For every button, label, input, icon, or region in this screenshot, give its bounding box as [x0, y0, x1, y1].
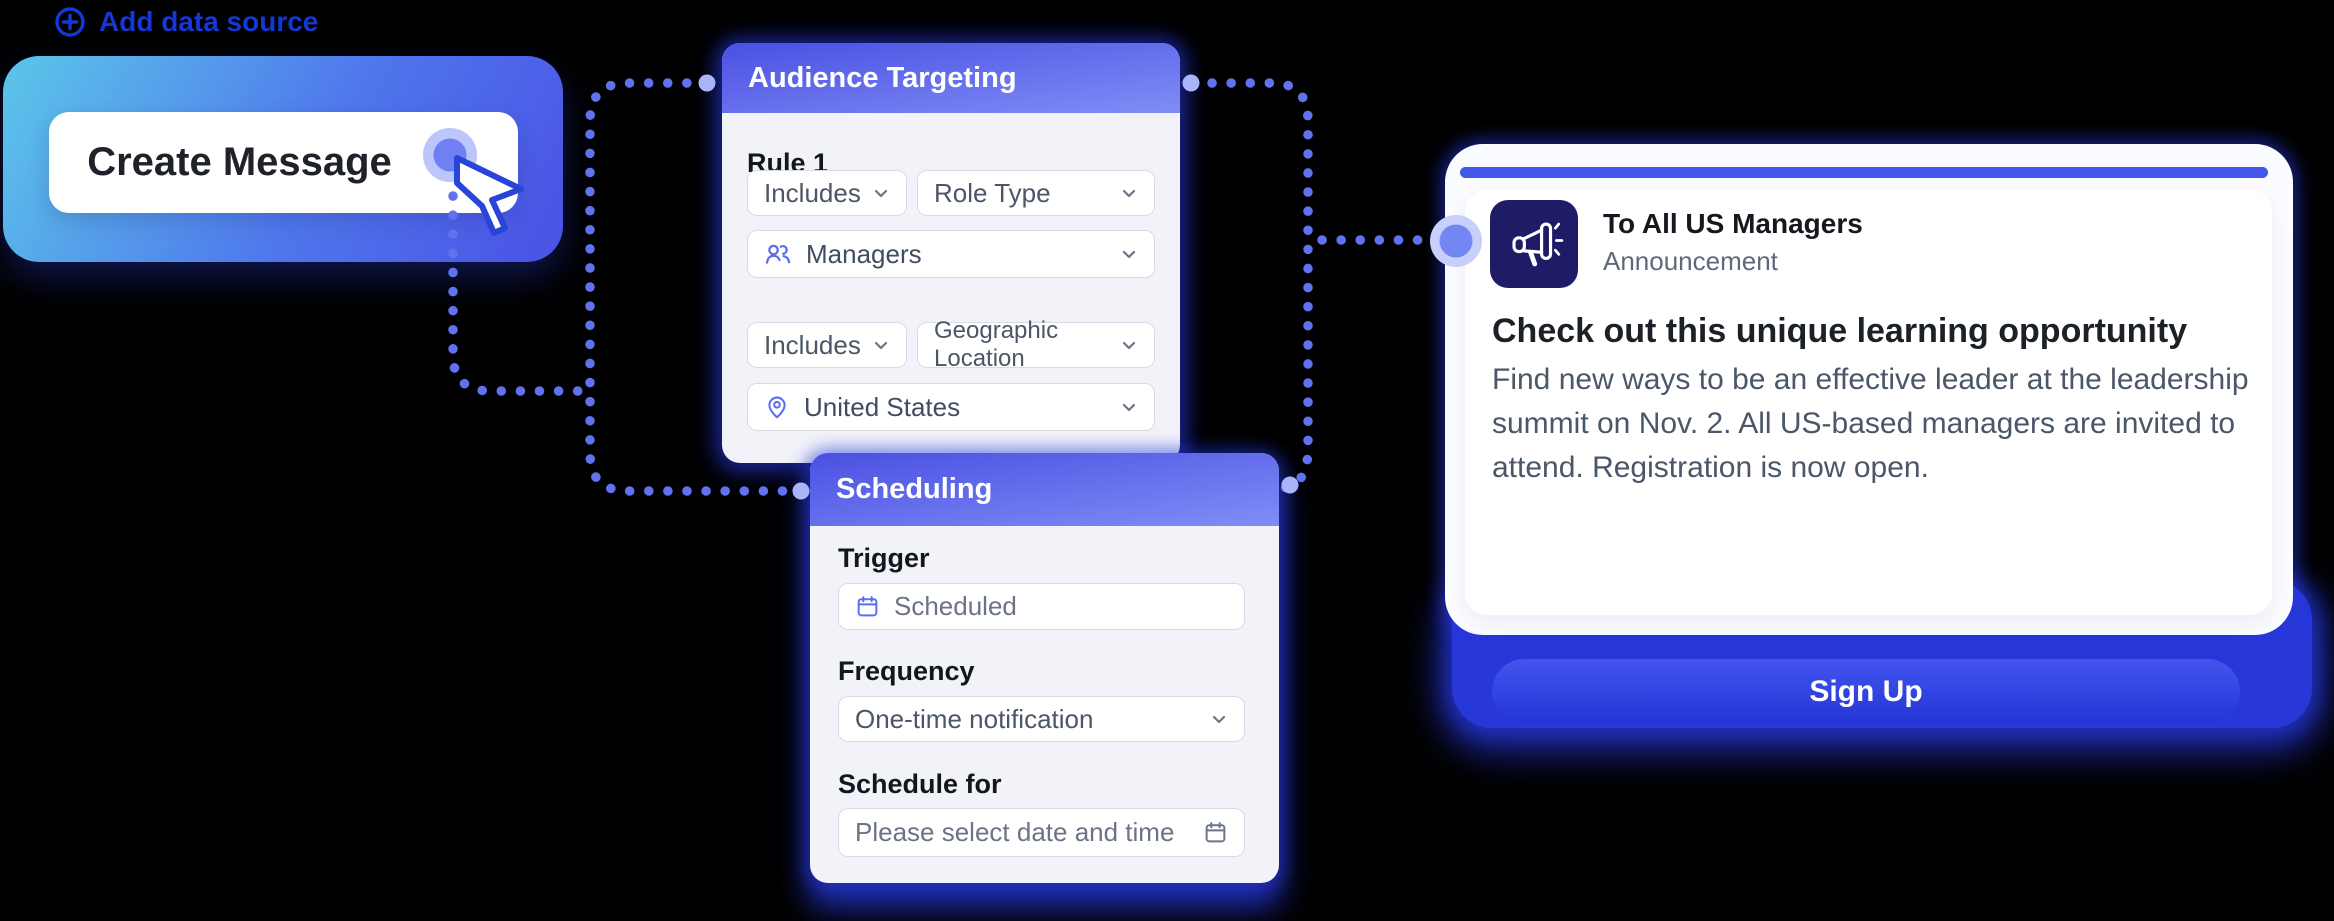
calendar-icon	[1203, 820, 1228, 845]
megaphone-icon	[1490, 200, 1578, 288]
chevron-down-icon	[872, 336, 890, 354]
frequency-select[interactable]: One-time notification	[838, 696, 1245, 742]
frequency-label: Frequency	[838, 656, 975, 686]
plus-circle-icon	[54, 6, 86, 38]
audience-targeting-header: Audience Targeting	[722, 43, 1180, 113]
chevron-down-icon	[1120, 245, 1138, 263]
rule1-value-select[interactable]: Managers	[747, 230, 1155, 278]
connector-endpoint-dot	[792, 482, 810, 500]
connector-endpoint-dot	[1182, 74, 1200, 92]
message-preview-card: To All US Managers Announcement Check ou…	[1445, 144, 2293, 724]
rule1-value: Managers	[806, 238, 922, 269]
rule1-operator-select[interactable]: Includes	[747, 170, 907, 216]
chevron-down-icon	[1120, 184, 1138, 202]
connector-endpoint-dot	[698, 74, 716, 92]
sign-up-button[interactable]: Sign Up	[1492, 659, 2240, 724]
chevron-down-icon	[1210, 710, 1228, 728]
create-message-label: Create Message	[87, 140, 392, 184]
rule1-field-value: Role Type	[934, 177, 1051, 208]
trigger-value: Scheduled	[894, 591, 1017, 621]
sign-up-label: Sign Up	[1809, 674, 1923, 708]
users-icon	[764, 240, 792, 268]
rule1-operator-value: Includes	[764, 177, 861, 208]
trigger-input[interactable]: Scheduled	[838, 583, 1245, 630]
scheduling-title: Scheduling	[836, 473, 993, 505]
calendar-icon	[855, 594, 880, 619]
audience-targeting-panel: Audience Targeting Rule 1 Includes Role …	[722, 43, 1180, 463]
schedule-for-label: Schedule for	[838, 769, 1002, 799]
message-subtitle: Announcement	[1603, 246, 1778, 276]
message-body: Find new ways to be an effective leader …	[1492, 363, 2249, 484]
scheduling-header: Scheduling	[810, 453, 1279, 526]
connector-endpoint-dot	[1281, 476, 1299, 494]
rule1-field-select[interactable]: Role Type	[917, 170, 1155, 216]
rule2-value: United States	[804, 391, 961, 422]
schedule-for-placeholder: Please select date and time	[855, 817, 1175, 847]
card-accent-bar	[1460, 167, 2268, 178]
audience-targeting-title: Audience Targeting	[748, 61, 1017, 94]
scheduling-panel: Scheduling Trigger Scheduled Frequency O…	[810, 453, 1279, 883]
trigger-label: Trigger	[838, 543, 930, 573]
schedule-for-input[interactable]: Please select date and time	[838, 808, 1245, 857]
connector-targeting-to-scheduling-right	[1207, 78, 1313, 493]
chevron-down-icon	[1120, 336, 1138, 354]
frequency-value: One-time notification	[855, 703, 1094, 734]
message-title: To All US Managers	[1603, 208, 1863, 239]
location-pin-icon	[764, 394, 790, 420]
message-headline: Check out this unique learning opportuni…	[1492, 312, 2188, 350]
message-content: To All US Managers Announcement Check ou…	[1465, 190, 2272, 724]
rule2-operator-select[interactable]: Includes	[747, 322, 907, 368]
rule2-field-select[interactable]: Geographic Location	[917, 317, 1155, 372]
rule2-field-value: Geographic Location	[934, 317, 1059, 372]
rule2-operator-value: Includes	[764, 329, 861, 360]
create-message-button[interactable]: Create Message	[49, 112, 518, 213]
chevron-down-icon	[1120, 398, 1138, 416]
add-data-source-link[interactable]: Add data source	[54, 6, 318, 38]
add-data-source-label: Add data source	[99, 6, 319, 37]
rule2-value-select[interactable]: United States	[747, 383, 1155, 431]
create-message-card: Create Message	[3, 56, 563, 262]
chevron-down-icon	[872, 184, 890, 202]
